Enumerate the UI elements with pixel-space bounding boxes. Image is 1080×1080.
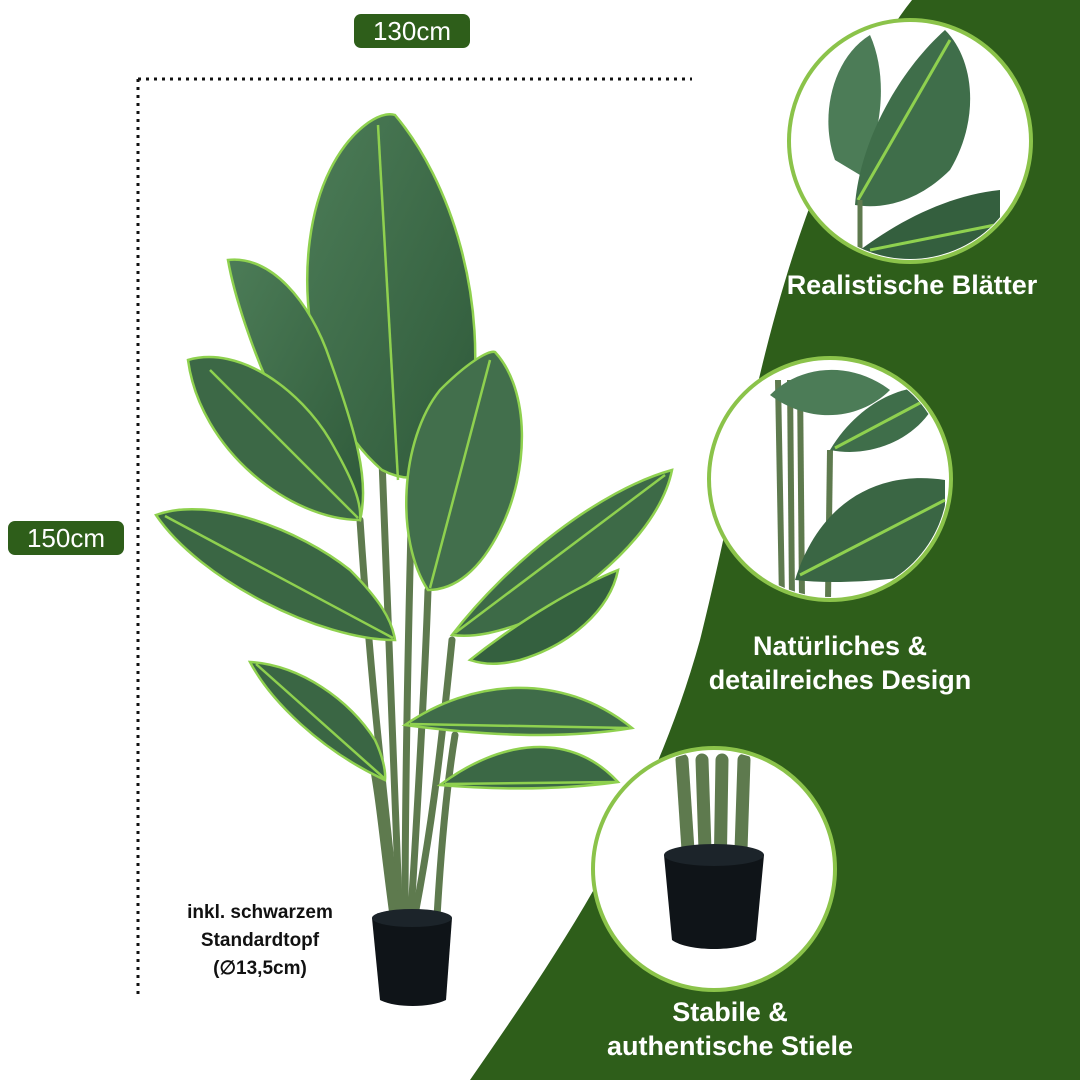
feature-label-stems-line-2: authentische Stiele: [606, 1031, 854, 1061]
leaf: [436, 745, 621, 790]
width-badge: 130cm: [354, 14, 470, 48]
pot-closeup-photo: [591, 746, 837, 992]
leaf: [405, 350, 524, 592]
pot-note-line-2: Standardtopf: [200, 930, 320, 951]
feature-label-design-line-1: Natürliches &: [752, 631, 928, 661]
pot-note-line-3: (∅13,5cm): [213, 958, 307, 979]
leaf: [401, 686, 635, 737]
plant-photo: [154, 113, 674, 1006]
stem-closeup-photo: [707, 356, 953, 602]
feature-label-design-line-2: detailreiches Design: [708, 665, 972, 695]
height-badge: 150cm: [8, 521, 124, 555]
leaf: [186, 355, 362, 522]
feature-label-leaves: Realistische Blätter: [752, 268, 1072, 302]
feature-label-design: Natürliches & detailreiches Design: [680, 629, 1000, 697]
feature-label-stems-line-1: Stabile &: [672, 997, 788, 1027]
pot: [372, 918, 452, 1006]
feature-label-stems: Stabile & authentische Stiele: [570, 995, 890, 1063]
pot-note-line-1: inkl. schwarzem: [187, 902, 333, 923]
pot-note: inkl. schwarzem Standardtopf (∅13,5cm): [160, 899, 360, 983]
leaf-closeup-photo: [787, 18, 1033, 264]
leaf: [467, 567, 620, 665]
feature-label-leaves-line-1: Realistische Blätter: [786, 270, 1038, 300]
